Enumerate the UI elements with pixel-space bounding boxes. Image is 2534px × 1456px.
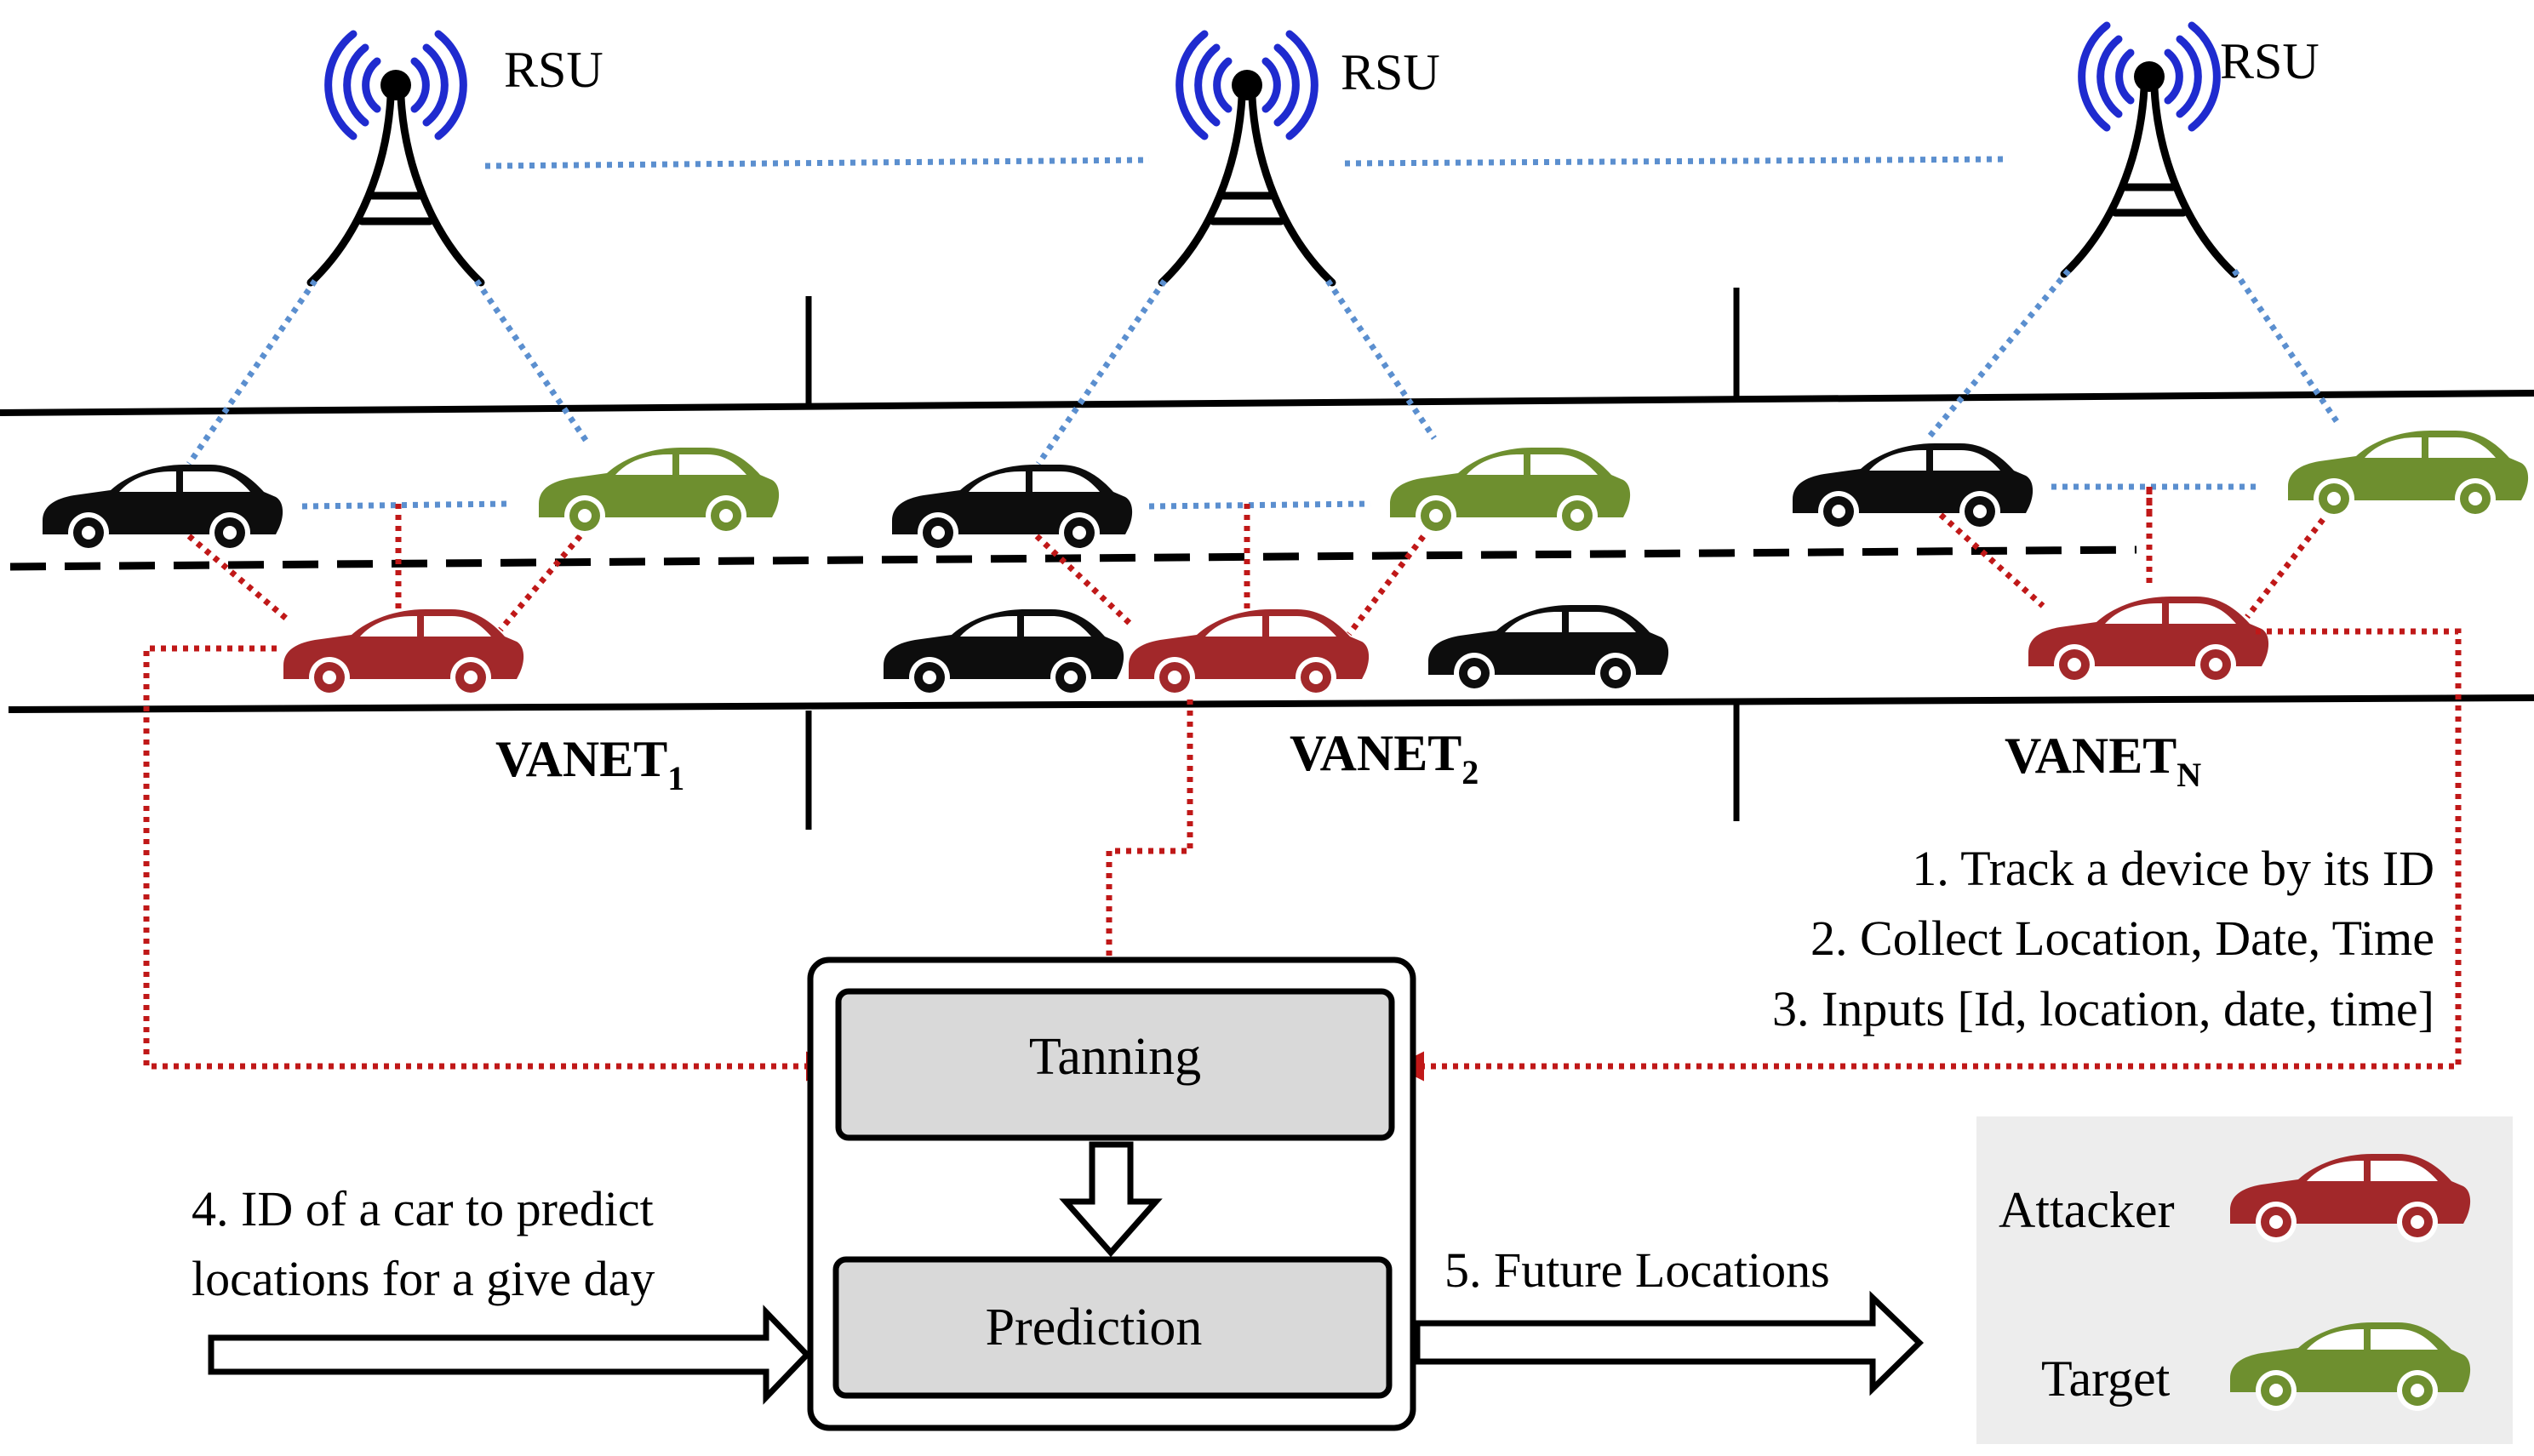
car-icon-target-1 <box>539 448 780 536</box>
car-icon-target-2 <box>1390 448 1631 536</box>
flow-attacker1-to-training <box>143 645 836 1082</box>
prediction-label: Prediction <box>986 1299 1203 1356</box>
attack-link-1c <box>498 525 590 632</box>
rsu1-link-car-a <box>186 279 317 465</box>
rsu3-link-car-b <box>2232 269 2339 423</box>
attack-link-nc <box>2245 500 2339 620</box>
legend-target-label: Target <box>2041 1350 2171 1407</box>
step-4-line-1: 4. ID of a car to predict <box>192 1181 654 1236</box>
step-3-text: 3. Inputs [Id, location, date, time] <box>1772 981 2434 1036</box>
flow-attackern-to-training <box>1394 628 2462 1082</box>
car-link-vanet1 <box>301 500 512 510</box>
car-icon-normal-3 <box>884 609 1124 698</box>
hollow-arrow-icon-down <box>1059 1141 1163 1258</box>
legend-attacker-label: Attacker <box>1999 1182 2175 1238</box>
car-icon-attacker-1 <box>283 609 524 698</box>
road-bottom-edge <box>8 694 2534 713</box>
step-5-text: 5. Future Locations <box>1444 1242 1830 1298</box>
rsu-label-1: RSU <box>504 42 603 98</box>
step-1-text: 1. Track a device by its ID <box>1912 841 2434 896</box>
attack-link-na <box>1938 512 2045 608</box>
hollow-arrow-icon-input <box>208 1305 811 1405</box>
car-link-vanet2 <box>1148 500 1371 510</box>
hollow-arrow-icon-output <box>1414 1290 1925 1396</box>
car-icon-normal-1 <box>43 465 283 553</box>
attack-link-2c <box>1347 525 1433 637</box>
rsu-tower-icon-1 <box>311 34 481 283</box>
rsu-label-2: RSU <box>1341 44 1440 100</box>
rsu2-link-car-b <box>1325 279 1437 440</box>
prediction-box <box>832 1256 1393 1399</box>
car-icon-normal-5 <box>1793 443 2033 532</box>
vanet-label-2: VANET2 <box>1290 725 1479 791</box>
step-2-text: 2. Collect Location, Date, Time <box>1810 911 2434 966</box>
rsu1-link-car-b <box>474 279 590 444</box>
rsu-tower-icon-3 <box>2064 26 2234 274</box>
car-icon-normal-2 <box>892 465 1133 553</box>
rsu-link-2-n <box>1344 156 2010 167</box>
vanet-label-n: VANETN <box>2005 728 2201 794</box>
flow-attacker2-to-training <box>1094 699 1193 993</box>
car-icon-attacker-2 <box>1129 609 1370 698</box>
rsu-label-3: RSU <box>2220 33 2319 89</box>
car-icon-normal-4 <box>1428 605 1669 694</box>
rsu2-link-car-a <box>1036 279 1167 465</box>
lane-divider <box>9 545 2137 571</box>
step-4-line-2: locations for a give day <box>192 1251 655 1306</box>
car-icon-target-3 <box>2288 431 2529 519</box>
vanet-label-1: VANET1 <box>495 731 684 797</box>
training-label: Tanning <box>1029 1028 1201 1086</box>
rsu3-link-car-a <box>1925 268 2071 441</box>
rsu-tower-icon-2 <box>1162 34 1332 283</box>
car-icon-attacker-3 <box>2028 597 2269 685</box>
rsu-link-1-2 <box>484 157 1150 169</box>
road-top-edge <box>0 390 2534 416</box>
training-box <box>835 988 1395 1141</box>
